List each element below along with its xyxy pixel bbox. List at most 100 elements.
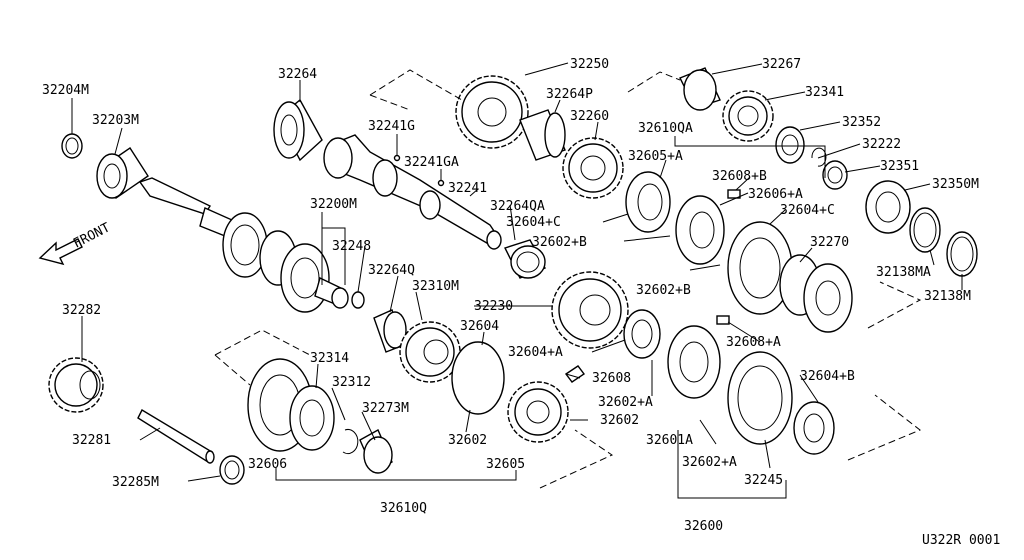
- label-32602-mid: 32602: [600, 413, 639, 428]
- bushing-32267: [679, 67, 721, 111]
- label-32610q: 32610Q: [380, 501, 427, 516]
- leader-lines: [71, 62, 963, 499]
- mainshaft-32241: [323, 134, 502, 250]
- label-32602-left: 32602: [448, 433, 487, 448]
- figure-code: U322R 0001: [922, 533, 1000, 548]
- bearing-32264: [273, 98, 323, 162]
- needle-bearing-32248: [351, 291, 365, 309]
- front-arrow-icon: [38, 238, 83, 266]
- label-32230: 32230: [474, 299, 513, 314]
- assembly-outline-32267: [627, 71, 681, 93]
- shaft-32281: [137, 409, 215, 464]
- label-32602-a-right: 32602+A: [682, 455, 737, 470]
- spring-32312: [342, 429, 359, 454]
- label-32314: 32314: [310, 351, 349, 366]
- shifting-insert-32608: [564, 365, 586, 383]
- label-32264q: 32264Q: [368, 263, 415, 278]
- bearing-32350m: [865, 180, 911, 234]
- label-32264p: 32264P: [546, 87, 593, 102]
- label-32267: 32267: [762, 57, 801, 72]
- label-32312: 32312: [332, 375, 371, 390]
- ring-32285m: [219, 455, 245, 485]
- assembly-outline-32605: [539, 429, 614, 489]
- synchro-hub-32314: [289, 385, 335, 451]
- gear-32282: [48, 357, 104, 413]
- label-32606-a: 32606+A: [748, 187, 803, 202]
- assembly-outline-32270: [867, 281, 922, 329]
- label-32602-b-right: 32602+B: [636, 283, 691, 298]
- shifting-insert-32608-a: [716, 315, 730, 325]
- label-32222: 32222: [862, 137, 901, 152]
- label-32203m: 32203M: [92, 113, 139, 128]
- label-32604-c-right: 32604+C: [780, 203, 835, 218]
- synchro-hub-32270: [727, 221, 853, 333]
- label-32605: 32605: [486, 457, 525, 472]
- assembly-outline-32250: [369, 69, 463, 101]
- label-32204m: 32204M: [42, 83, 89, 98]
- assembly-outline-32250-b: [369, 94, 411, 111]
- label-32606: 32606: [248, 457, 287, 472]
- insert-spring-32605-a: [625, 171, 671, 233]
- shim-32138ma: [909, 207, 941, 253]
- label-32604-top: 32604: [460, 319, 499, 334]
- gear-32250: [455, 75, 529, 149]
- shim-32138m: [946, 231, 978, 277]
- label-32604-b: 32604+B: [800, 369, 855, 384]
- assembly-outline-32604b: [847, 394, 921, 461]
- label-32601a: 32601A: [646, 433, 693, 448]
- label-32604-a: 32604+A: [508, 345, 563, 360]
- label-32138m: 32138M: [924, 289, 971, 304]
- plug-32241g: [393, 154, 401, 162]
- label-32282: 32282: [62, 303, 101, 318]
- label-32608-b: 32608+B: [712, 169, 767, 184]
- assembly-outline-32606-b: [214, 354, 251, 386]
- label-32602-a-left: 32602+A: [598, 395, 653, 410]
- label-32610qa: 32610QA: [638, 121, 693, 136]
- main-drive-gear-shaft-32200m: [138, 177, 349, 313]
- synchro-hub-32601a: [667, 325, 721, 399]
- assembly-outline-32606: [214, 329, 311, 356]
- baulk-ring-32602: [451, 341, 505, 415]
- label-32608-a: 32608+A: [726, 335, 781, 350]
- label-32264qa: 32264QA: [490, 199, 545, 214]
- label-32281: 32281: [72, 433, 111, 448]
- bushing-32264p: [519, 109, 566, 161]
- plug-32241ga: [437, 179, 445, 187]
- label-32285m: 32285M: [112, 475, 159, 490]
- baulk-ring-32604-b: [793, 401, 835, 455]
- label-32138ma: 32138MA: [876, 265, 931, 280]
- circlip-32222: [811, 147, 827, 167]
- ring-32351: [822, 160, 848, 190]
- label-32341: 32341: [805, 85, 844, 100]
- gear-32310m: [399, 321, 461, 383]
- label-32245: 32245: [744, 473, 783, 488]
- gear-32605: [507, 381, 569, 443]
- label-32350m: 32350M: [932, 177, 979, 192]
- shifting-insert-32608-b: [727, 189, 741, 199]
- label-32241g: 32241G: [368, 119, 415, 134]
- coupling-sleeve-32606-a: [675, 195, 725, 265]
- needle-bearing-32264qa: [504, 239, 546, 279]
- label-32351: 32351: [880, 159, 919, 174]
- bushing-32273m: [359, 429, 393, 474]
- gear-32341: [722, 90, 774, 142]
- collar-32352: [775, 126, 805, 164]
- label-32241: 32241: [448, 181, 487, 196]
- gear-32260: [562, 137, 624, 199]
- front-label: FRONT: [71, 220, 113, 251]
- label-32248: 32248: [332, 239, 371, 254]
- baulk-ring-32604-a: [623, 309, 661, 359]
- label-32264: 32264: [278, 67, 317, 82]
- label-32605-a: 32605+A: [628, 149, 683, 164]
- label-32270: 32270: [810, 235, 849, 250]
- label-32260: 32260: [570, 109, 609, 124]
- label-32273m: 32273M: [362, 401, 409, 416]
- label-32241ga: 32241GA: [404, 155, 459, 170]
- coupling-sleeve-32245: [727, 351, 793, 445]
- gear-32230: [551, 271, 629, 349]
- label-32604-c-left: 32604+C: [506, 215, 561, 230]
- label-32352: 32352: [842, 115, 881, 130]
- label-32602-b-left: 32602+B: [532, 235, 587, 250]
- label-32250: 32250: [570, 57, 609, 72]
